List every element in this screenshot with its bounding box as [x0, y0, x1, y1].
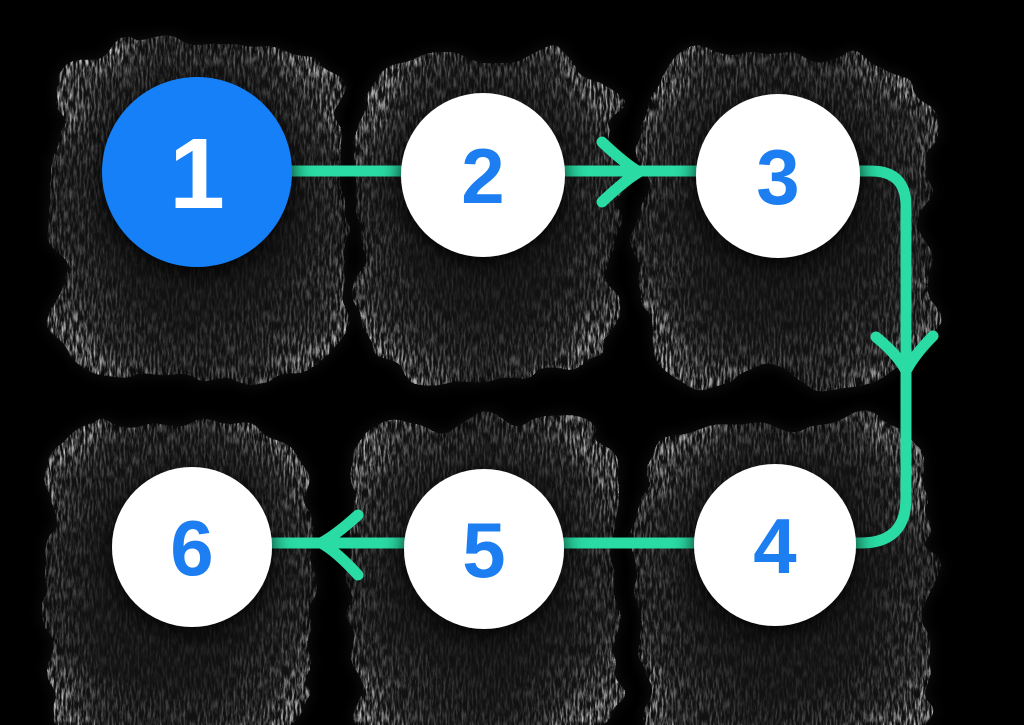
step-circle-1-active [102, 77, 292, 267]
arrow-down-icon [870, 330, 939, 377]
step-circle-2 [401, 93, 565, 257]
step-number-3: 3 [756, 133, 799, 221]
step-circle-6 [112, 467, 272, 627]
step-number-6: 6 [170, 504, 213, 592]
step-number-2: 2 [461, 132, 504, 220]
step-circle-4 [694, 464, 856, 626]
arrow-left-icon [315, 509, 364, 581]
step-numbers-layer: 1 2 3 4 5 6 [169, 118, 800, 594]
step-circles-layer [102, 77, 860, 629]
step-number-1: 1 [169, 118, 225, 230]
step-circle-3 [696, 94, 860, 258]
step-number-4: 4 [753, 502, 796, 590]
flow-connector-line [186, 165, 912, 549]
arrow-right-icon [596, 136, 645, 208]
step-number-5: 5 [462, 506, 505, 594]
step-circle-5 [404, 469, 564, 629]
